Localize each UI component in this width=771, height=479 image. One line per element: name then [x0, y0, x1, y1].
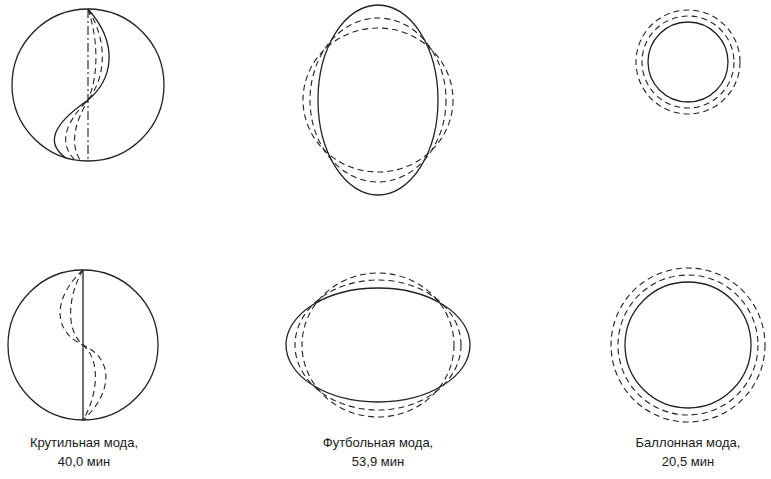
deformed-outline: [286, 288, 470, 402]
earth-outline-dashed: [636, 10, 740, 114]
deformed-outline-dashed: [303, 28, 453, 172]
twisted-line-dashed: [71, 270, 96, 420]
deformed-outline: [318, 5, 438, 195]
torsional-mode-bottom: [8, 270, 158, 420]
football-mode-bottom: [286, 273, 470, 417]
rest-axis: [87, 9, 88, 161]
deformed-outline-dashed: [302, 273, 454, 417]
earth-outline: [648, 22, 728, 102]
deformed-outline-dashed: [295, 280, 461, 410]
earth-outline-dashed: [618, 275, 758, 415]
earth-outline-dashed: [611, 268, 765, 422]
twisted-line-dashed: [60, 270, 106, 420]
twisted-line-dashed: [66, 9, 103, 159]
earth-outline: [8, 270, 158, 420]
earth-outline: [625, 282, 751, 408]
mode-caption: Крутильная мода, 40,0 мин: [22, 434, 147, 472]
twisted-line: [54, 9, 109, 158]
mode-caption: Футбольная мода, 53,9 мин: [316, 434, 441, 472]
mode-caption: Баллонная мода, 20,5 мин: [626, 434, 751, 472]
twisted-line-dashed: [75, 9, 96, 160]
balloon-mode-top: [636, 10, 740, 114]
earth-outline: [12, 9, 164, 161]
football-mode-top: [303, 5, 453, 195]
balloon-mode-bottom: [611, 268, 765, 422]
earth-outline-dashed: [642, 16, 734, 108]
torsional-mode-top: [12, 9, 164, 161]
deformed-outline-dashed: [310, 18, 446, 182]
